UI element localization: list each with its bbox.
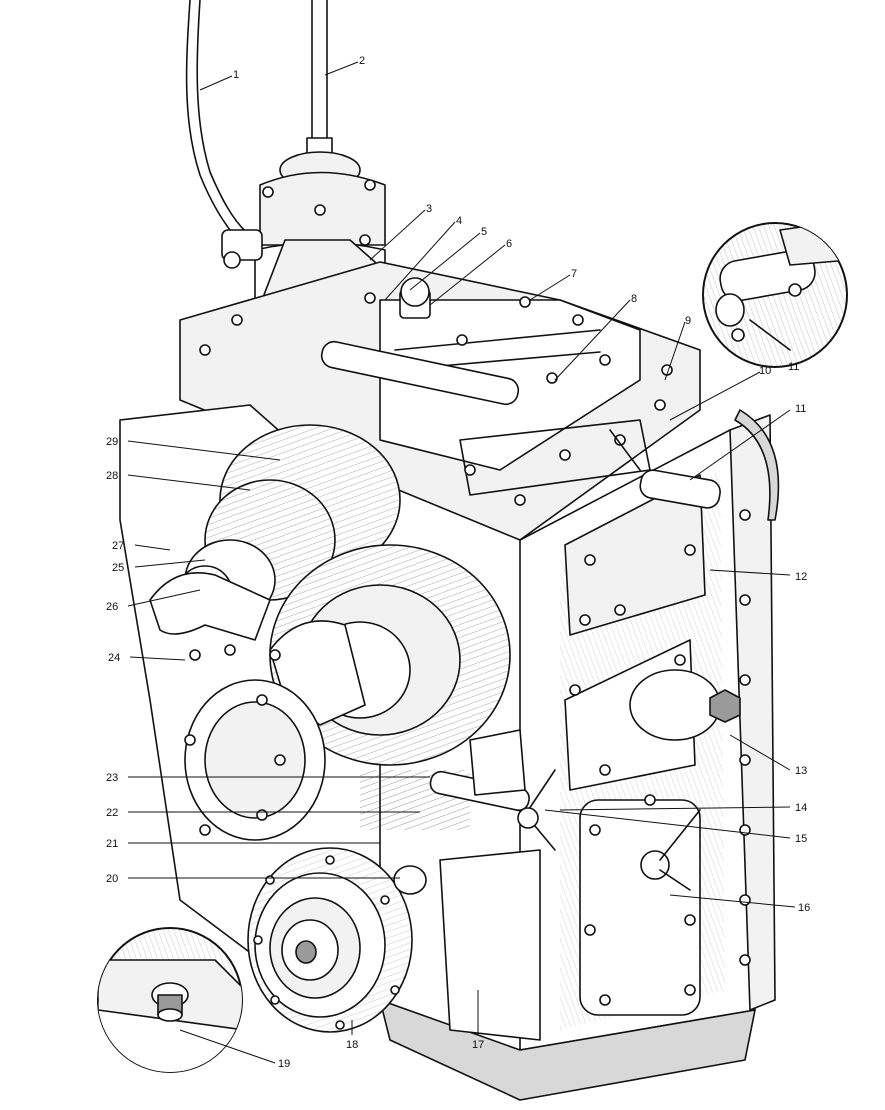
callout-29: 29 (106, 436, 118, 448)
callout-4: 4 (456, 215, 462, 227)
callout-26: 26 (106, 601, 118, 613)
callout-25: 25 (112, 562, 124, 574)
callout-6: 6 (506, 238, 512, 250)
inset-callout-11: 11 (788, 361, 799, 373)
shift-levers (429, 429, 721, 1041)
callout-1: 1 (233, 69, 239, 81)
callout-20: 20 (106, 873, 118, 885)
top-cover-details (199, 277, 673, 506)
callout-11: 11 (795, 403, 806, 415)
callout-18: 18 (346, 1039, 358, 1051)
callout-17: 17 (472, 1039, 484, 1051)
leader-lines (127, 61, 796, 1064)
callout-21: 21 (106, 838, 118, 850)
inset-detail-top-right (702, 222, 848, 368)
callout-24: 24 (108, 652, 120, 664)
callout-23: 23 (106, 772, 118, 784)
callout-15: 15 (795, 833, 807, 845)
callout-2: 2 (359, 55, 365, 67)
callout-10: 10 (759, 365, 771, 377)
callout-19: 19 (278, 1058, 290, 1070)
callout-12: 12 (795, 571, 807, 583)
side-cover-plates (564, 409, 780, 1016)
callout-7: 7 (571, 268, 577, 280)
gear-train (149, 424, 511, 830)
callout-16: 16 (798, 902, 810, 914)
callout-labels: 1 2 3 4 5 6 7 8 9 10 11 12 13 14 15 16 1… (106, 55, 810, 1070)
callout-9: 9 (685, 315, 691, 327)
callout-8: 8 (631, 293, 637, 305)
callout-28: 28 (106, 470, 118, 482)
front-cover (184, 644, 326, 841)
callout-3: 3 (426, 203, 432, 215)
callout-5: 5 (481, 226, 487, 238)
callout-27: 27 (112, 540, 124, 552)
inset-detail-bottom-left (97, 927, 243, 1073)
callout-14: 14 (795, 802, 807, 814)
flywheel (247, 847, 427, 1033)
callout-22: 22 (106, 807, 118, 819)
callout-13: 13 (795, 765, 807, 777)
